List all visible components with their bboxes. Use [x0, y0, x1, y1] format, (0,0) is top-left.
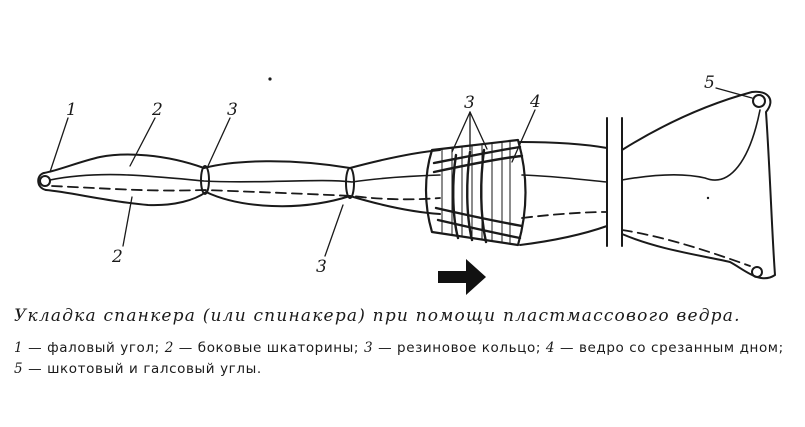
head-corner-tip	[37, 172, 47, 191]
bucket-body	[424, 138, 527, 247]
legend-item: 5 — шкотовый и галсовый углы.	[14, 361, 262, 377]
legend-item: 3 — резиновое кольцо;	[364, 340, 546, 356]
label-ring-top: 3	[227, 100, 238, 120]
sail-exit-top	[519, 141, 608, 149]
spread-sail-seam	[621, 109, 761, 181]
legend-item: 1 — фаловый угол;	[14, 340, 165, 356]
direction-arrow-icon	[438, 259, 486, 295]
legend-number: 1	[14, 340, 24, 356]
spread-sail-outline	[621, 90, 776, 280]
legend-text: — резиновое кольцо;	[373, 340, 546, 356]
caption-title: Укладка спанкера (или спинакера) при пом…	[14, 306, 741, 326]
bucket-rubber-rings	[432, 145, 524, 244]
side-edge-solid	[49, 173, 441, 183]
sail-exit-dashed	[521, 211, 608, 219]
label-rings-on-bucket: 3	[464, 93, 475, 113]
legend-text: — боковые шкаторины;	[173, 340, 364, 356]
label-head-corner: 1	[66, 100, 77, 120]
label-bucket: 4	[529, 92, 541, 112]
label-side-edges-top: 2	[151, 100, 163, 120]
head-corner-grommet	[39, 175, 51, 187]
legend-text: — ведро со срезанным дном;	[555, 340, 784, 356]
legend-number: 4	[545, 340, 556, 356]
speck-dot	[268, 77, 272, 81]
legend-item: 2 — боковые шкаторины;	[165, 340, 364, 356]
rubber-ring-2	[345, 167, 355, 199]
diagram-canvas: 1 2 3 2 3 3 4 5	[37, 73, 776, 295]
speck-dot	[706, 196, 710, 200]
label-side-edges-bottom: 2	[111, 247, 123, 267]
label-sheet-tack-corners: 5	[704, 73, 715, 93]
sail-packing-diagram: 1 2 3 2 3 3 4 5	[37, 73, 776, 295]
side-edge-dashed	[51, 185, 441, 201]
spread-sail-dashed	[621, 229, 751, 267]
sail-outline-bottom	[45, 189, 441, 215]
label-ring-bottom: 3	[316, 257, 327, 277]
sail-outline-top	[43, 149, 441, 174]
sail-exit-seam	[521, 174, 608, 183]
legend-text: — фаловый угол;	[23, 340, 165, 356]
sail-exit-bottom	[519, 225, 608, 246]
legend-number: 5	[14, 361, 24, 377]
legend-number: 2	[164, 340, 174, 356]
rubber-ring-1	[200, 165, 210, 195]
sheet-corner-grommet	[752, 94, 766, 108]
caption-legend: 1 — фаловый угол; 2 — боковые шкаторины;…	[14, 338, 792, 380]
leader-lines	[49, 87, 753, 257]
legend-number: 3	[363, 340, 374, 356]
legend-item: 4 — ведро со срезанным дном;	[546, 340, 784, 356]
tack-corner-grommet	[751, 266, 763, 278]
legend-text: — шкотовый и галсовый углы.	[23, 361, 262, 377]
